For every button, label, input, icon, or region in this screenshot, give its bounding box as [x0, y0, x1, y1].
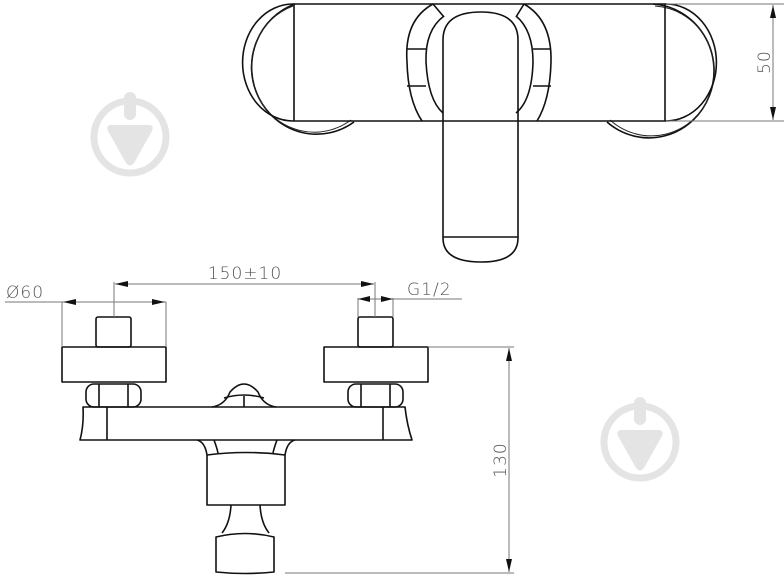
height-dimension-label: 130: [491, 442, 511, 477]
flange-diameter-label: Ø60: [6, 283, 44, 303]
watermark-icon-left: [90, 92, 170, 177]
front-view: 150±10 Ø60 G1/2 130: [5, 264, 514, 575]
depth-dimension-label: 50: [755, 50, 775, 74]
thread-size-label: G1/2: [407, 280, 452, 300]
top-view: 50: [241, 3, 784, 263]
width-dimension-label: 150±10: [208, 264, 282, 284]
watermark-icon-right: [600, 397, 680, 482]
